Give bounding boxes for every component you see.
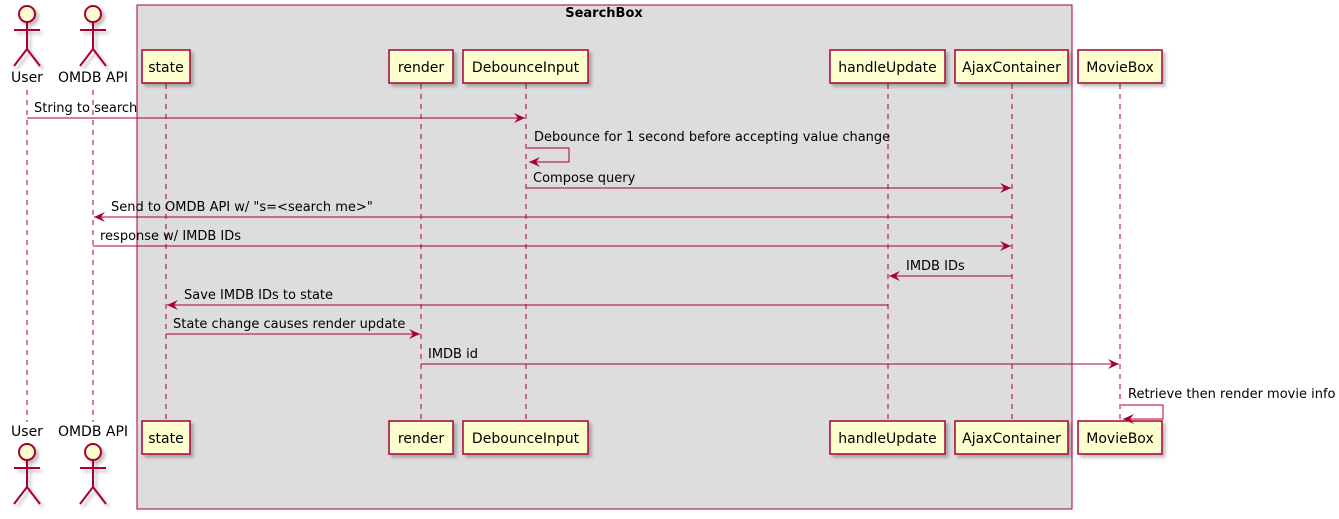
actor-figure-icon (13, 5, 41, 67)
participants: statestaterenderrenderDebounceInputDebou… (141, 49, 1163, 455)
message-10: Retrieve then render movie info (1121, 387, 1336, 424)
participant-ajax-top: AjaxContainer (954, 49, 1069, 84)
actor-name-omdb: OMDB API (58, 70, 128, 86)
participant-debounce-top: DebounceInput (462, 49, 589, 84)
actor-name-user: User (11, 424, 43, 440)
participant-name-debounce: DebounceInput (472, 431, 580, 447)
participant-debounce-bottom: DebounceInput (462, 420, 589, 455)
message-label: Compose query (533, 171, 636, 186)
participant-box (462, 49, 589, 84)
message-2: Debounce for 1 second before accepting v… (527, 130, 890, 167)
message-label: Save IMDB IDs to state (184, 288, 333, 303)
participant-name-handle: handleUpdate (838, 60, 936, 76)
participant-state-top: state (141, 49, 191, 84)
actor-figure-icon (79, 5, 107, 67)
participant-name-state: state (148, 60, 183, 76)
message-label: Retrieve then render movie info (1128, 387, 1336, 402)
participant-box (388, 49, 454, 84)
message-label: IMDB IDs (906, 259, 965, 274)
participant-name-state: state (148, 431, 183, 447)
participant-name-movie: MovieBox (1086, 60, 1153, 76)
self-message-arrow (1121, 404, 1164, 424)
message-label: IMDB id (428, 347, 478, 362)
participant-box (141, 49, 191, 84)
participant-render-bottom: render (388, 420, 454, 455)
participant-name-render: render (398, 431, 444, 447)
participant-name-movie: MovieBox (1086, 431, 1153, 447)
message-label: State change causes render update (173, 317, 405, 332)
message-6: IMDB IDs (889, 259, 1012, 281)
participant-box (829, 420, 946, 455)
message-5: response w/ IMDB IDs (93, 229, 1011, 251)
self-message-arrow (527, 147, 570, 167)
participant-box (141, 420, 191, 455)
message-7: Save IMDB IDs to state (167, 288, 888, 310)
actor-user-top: User (11, 5, 43, 86)
participant-name-ajax: AjaxContainer (962, 60, 1061, 76)
searchbox-group-title: SearchBox (565, 6, 643, 21)
participant-box (954, 49, 1069, 84)
participant-movie-bottom: MovieBox (1077, 420, 1163, 455)
actor-name-user: User (11, 70, 43, 86)
participant-box (1077, 49, 1163, 84)
message-4: Send to OMDB API w/ "s=<search me>" (94, 200, 1012, 222)
participant-name-handle: handleUpdate (838, 431, 936, 447)
message-3: Compose query (526, 171, 1011, 193)
participant-box (954, 420, 1069, 455)
actor-omdb-bottom: OMDB API (58, 424, 128, 505)
participant-box (462, 420, 589, 455)
actor-figure-icon (13, 443, 41, 505)
actor-omdb-top: OMDB API (58, 5, 128, 86)
participant-state-bottom: state (141, 420, 191, 455)
actor-figure-icon (79, 443, 107, 505)
lifelines (26, 84, 1121, 422)
actor-user-bottom: User (11, 424, 43, 505)
participant-name-debounce: DebounceInput (472, 60, 580, 76)
participant-handle-top: handleUpdate (829, 49, 946, 84)
participant-name-ajax: AjaxContainer (962, 431, 1061, 447)
message-label: Send to OMDB API w/ "s=<search me>" (111, 200, 373, 215)
participant-name-render: render (398, 60, 444, 76)
participant-box (388, 420, 454, 455)
participant-box (1077, 420, 1163, 455)
message-label: String to search (34, 101, 137, 116)
message-8: State change causes render update (166, 317, 420, 339)
participant-render-top: render (388, 49, 454, 84)
message-label: Debounce for 1 second before accepting v… (534, 130, 890, 145)
participant-ajax-bottom: AjaxContainer (954, 420, 1069, 455)
participant-box (829, 49, 946, 84)
message-1: String to search (27, 101, 525, 123)
actor-name-omdb: OMDB API (58, 424, 128, 440)
message-9: IMDB id (421, 347, 1119, 369)
participant-handle-bottom: handleUpdate (829, 420, 946, 455)
participant-movie-top: MovieBox (1077, 49, 1163, 84)
message-label: response w/ IMDB IDs (100, 229, 241, 244)
